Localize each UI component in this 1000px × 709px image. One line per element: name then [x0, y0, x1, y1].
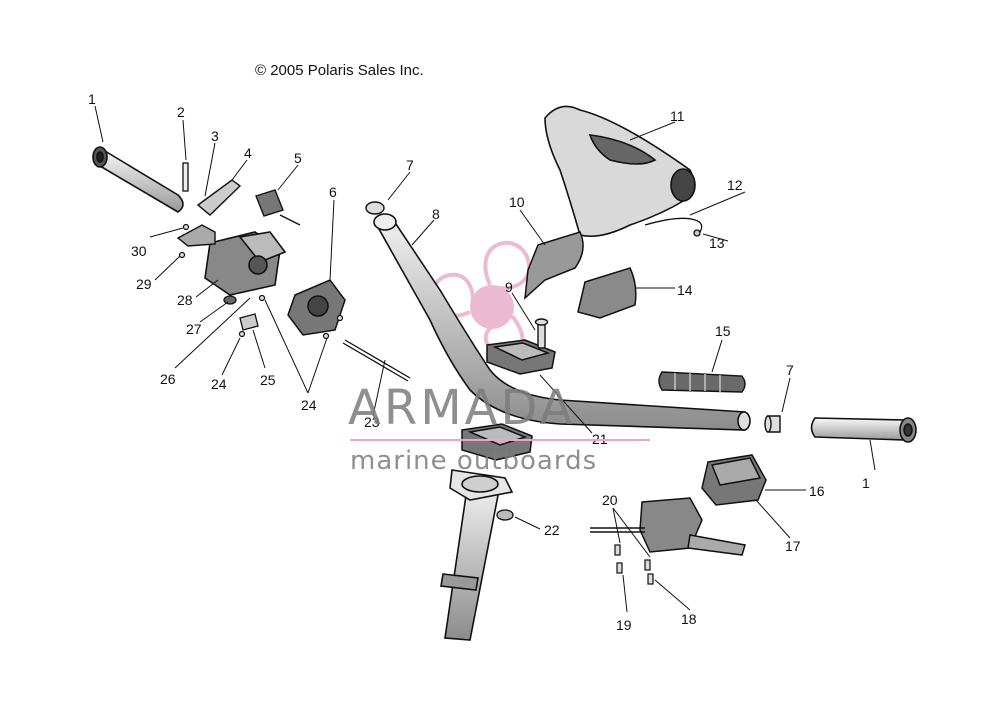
lever-bolts: [614, 544, 654, 585]
right-grip: [810, 417, 917, 443]
callout-9: 9: [505, 279, 513, 295]
callout-11: 11: [670, 108, 685, 124]
upper-clamp: [486, 339, 556, 375]
callout-16: 16: [809, 483, 825, 499]
callout-7-right: 7: [786, 362, 794, 378]
callout-22: 22: [544, 522, 560, 538]
cover-plate: [239, 313, 259, 331]
callout-7-left: 7: [406, 157, 414, 173]
pad-wire: [644, 217, 703, 233]
kill-switch: [255, 189, 301, 226]
callout-14: 14: [677, 282, 693, 298]
callout-17: 17: [785, 538, 801, 554]
bar-end-plug-right: [764, 415, 781, 433]
callout-27: 27: [186, 321, 202, 337]
callout-8: 8: [432, 206, 440, 222]
callout-28: 28: [177, 292, 193, 308]
left-grip: [92, 146, 184, 213]
watermark-divider: [350, 439, 650, 441]
callout-1-left: 1: [88, 91, 96, 107]
control-housing: [287, 279, 346, 336]
callout-13: 13: [709, 235, 725, 251]
throttle-sleeve: [658, 371, 746, 393]
rubber-plug: [223, 295, 237, 305]
upper-cover: [524, 231, 584, 300]
clamp-bolt: [534, 318, 549, 349]
callout-15: 15: [715, 323, 731, 339]
callout-24-right: 24: [301, 397, 317, 413]
callout-2: 2: [177, 104, 185, 120]
callout-6: 6: [329, 184, 337, 200]
callout-4: 4: [244, 145, 252, 161]
steering-nut: [496, 509, 514, 521]
brake-master: [590, 497, 746, 556]
mounting-bracket: [176, 179, 242, 247]
callout-20: 20: [602, 492, 618, 508]
small-screws: [178, 223, 344, 340]
callout-18: 18: [681, 611, 697, 627]
callout-29: 29: [136, 276, 152, 292]
callout-30: 30: [131, 243, 147, 259]
handlebar-pad: [544, 105, 696, 238]
copyright-notice: © 2005 Polaris Sales Inc.: [255, 62, 424, 79]
callout-10: 10: [509, 194, 525, 210]
throttle-cable: [342, 339, 411, 382]
watermark-tagline: marine outboards: [350, 446, 598, 476]
callout-1-right: 1: [862, 475, 870, 491]
callout-5: 5: [294, 150, 302, 166]
throttle-housing: [701, 454, 767, 506]
pad-screw: [693, 229, 701, 237]
callout-24-left: 24: [211, 376, 227, 392]
pin: [182, 162, 189, 192]
callout-25: 25: [260, 372, 276, 388]
callout-26: 26: [160, 371, 176, 387]
steering-post: [440, 469, 514, 641]
bar-end-plug-left: [365, 201, 385, 215]
callout-3: 3: [211, 128, 219, 144]
callout-19: 19: [616, 617, 632, 633]
handlebar: [373, 213, 751, 431]
lower-cover: [577, 267, 637, 319]
watermark-brand: ARMADA: [348, 380, 576, 436]
callout-12: 12: [727, 177, 743, 193]
switch-housing: [204, 231, 287, 296]
callout-23: 23: [364, 414, 380, 430]
leader-lines: [94, 105, 876, 613]
